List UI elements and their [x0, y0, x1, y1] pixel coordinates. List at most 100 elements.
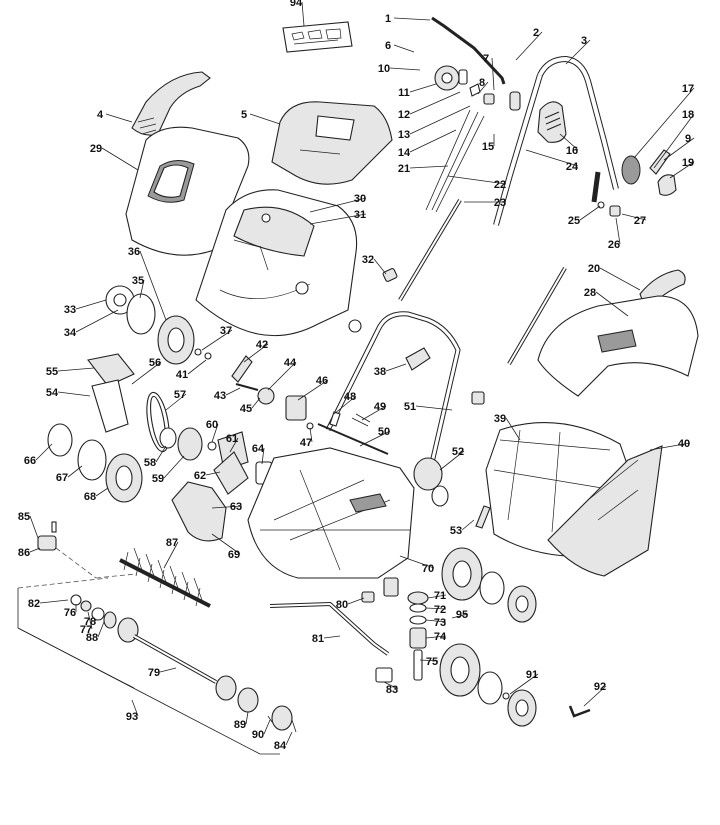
leader-line-36: [139, 250, 167, 321]
callout-45: 45: [240, 403, 252, 415]
callout-32: 32: [362, 254, 374, 266]
callout-36: 36: [128, 246, 140, 258]
leader-line-80: [347, 597, 365, 605]
part-scarifier-roller: [119, 547, 211, 608]
leader-line-53: [461, 519, 475, 531]
leader-line-14: [409, 129, 457, 153]
leader-line-66: [35, 443, 53, 461]
leader-line-91: [509, 673, 539, 695]
leader-line-42: [243, 343, 269, 363]
callout-74: 74: [434, 631, 447, 643]
leader-line-74: [425, 635, 447, 639]
part-cable-knob: [434, 65, 521, 111]
callout-8: 8: [479, 77, 485, 89]
callout-87: 87: [166, 537, 178, 549]
callout-29: 29: [90, 143, 102, 155]
part-motor-housing: [195, 189, 358, 337]
callout-69: 69: [228, 549, 240, 561]
leader-line-47: [309, 427, 313, 443]
part-shaft-dashes: [17, 547, 137, 589]
leader-line-5: [249, 113, 281, 125]
callout-48: 48: [344, 391, 356, 403]
callout-92: 92: [594, 681, 606, 693]
leader-line-79: [159, 667, 177, 673]
leader-line-87: [163, 541, 179, 569]
leader-line-71: [427, 594, 447, 599]
leader-line-38: [385, 363, 407, 372]
leader-line-30: [309, 197, 367, 213]
callout-82: 82: [28, 598, 40, 610]
callout-40: 40: [678, 438, 690, 450]
leader-line-73: [425, 619, 447, 623]
callout-64: 64: [252, 443, 265, 455]
part-rear-wheel-set: [105, 285, 202, 365]
leader-line-25: [579, 205, 601, 221]
part-front-wheel-set: [47, 423, 143, 503]
leader-line-95: [451, 613, 469, 619]
callout-70: 70: [422, 563, 434, 575]
part-48-50: [317, 411, 389, 455]
callout-37: 37: [220, 325, 232, 337]
callout-43: 43: [214, 390, 226, 402]
callout-7: 7: [483, 53, 489, 65]
callout-81: 81: [312, 633, 324, 645]
callout-62: 62: [194, 470, 206, 482]
part-front-cover: [125, 126, 250, 256]
leader-line-86: [29, 547, 41, 553]
leader-line-16: [559, 133, 579, 151]
callout-27: 27: [634, 215, 646, 227]
leader-line-29: [101, 147, 139, 171]
callout-12: 12: [398, 109, 410, 121]
part-grass-box: [485, 269, 699, 577]
callout-21: 21: [398, 163, 410, 175]
leader-lines: [29, 1, 695, 746]
callout-42: 42: [256, 339, 268, 351]
callout-6: 6: [385, 40, 391, 52]
leader-line-39: [505, 417, 521, 441]
callout-95: 95: [456, 609, 468, 621]
part-height-adjuster: [413, 457, 491, 529]
part-right-front-wheels: [441, 547, 537, 623]
leader-line-54: [57, 391, 91, 397]
callout-86: 86: [18, 547, 30, 559]
callout-9: 9: [685, 133, 691, 145]
part-main-deck: [247, 447, 415, 579]
leader-line-32: [373, 258, 387, 275]
leader-line-93: [131, 699, 139, 717]
callout-26: 26: [608, 239, 620, 251]
callout-66: 66: [24, 455, 36, 467]
leader-line-35: [139, 279, 145, 299]
leader-line-17: [633, 87, 695, 159]
part-lever-81: [269, 577, 399, 683]
part-handle-cover: [131, 71, 211, 136]
part-decal-sheet: [282, 21, 353, 53]
leader-line-77: [87, 611, 93, 630]
callout-53: 53: [450, 525, 462, 537]
leader-line-20: [599, 267, 641, 291]
callout-91: 91: [526, 669, 538, 681]
part-hardware-small: [597, 201, 621, 217]
leader-line-37: [201, 329, 233, 351]
leader-line-28: [595, 291, 629, 317]
leader-line-22: [447, 175, 507, 185]
callout-80: 80: [336, 599, 348, 611]
callout-88: 88: [86, 632, 98, 644]
leader-line-12: [409, 91, 461, 115]
leader-line-48: [333, 395, 357, 415]
callout-46: 46: [316, 375, 328, 387]
callout-10: 10: [378, 63, 390, 75]
callout-71: 71: [434, 590, 446, 602]
part-cable-rods: [398, 109, 485, 302]
callout-35: 35: [132, 275, 144, 287]
part-pulley-set: [159, 427, 249, 471]
leader-line-56: [131, 361, 162, 385]
leader-line-81: [323, 635, 341, 639]
callout-49: 49: [374, 401, 386, 413]
callout-22: 22: [494, 179, 506, 191]
leader-line-24: [525, 149, 579, 167]
callout-55: 55: [46, 366, 58, 378]
callout-61: 61: [226, 433, 238, 445]
callout-16: 16: [566, 145, 578, 157]
callout-78: 78: [84, 616, 96, 628]
leader-line-3: [565, 39, 591, 65]
